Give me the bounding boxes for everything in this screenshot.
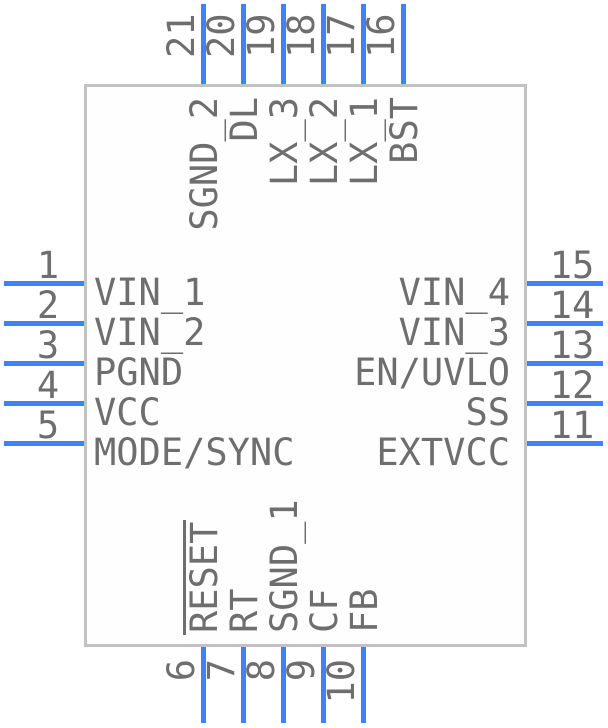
pin-4-number: 4 xyxy=(36,364,60,407)
pin-7-name: RT xyxy=(223,588,266,633)
pin-17-line xyxy=(361,4,366,84)
pin-3-number: 3 xyxy=(36,324,60,367)
pin-8-name: SGND_1 xyxy=(263,499,306,633)
pin-5-line xyxy=(4,441,84,446)
pin-5-name: MODE/SYNC xyxy=(94,431,295,474)
pin-14-line xyxy=(527,321,603,326)
pin-16-number: 16 xyxy=(360,13,403,58)
pin-2-name: VIN_2 xyxy=(94,311,206,354)
pin-10-line xyxy=(361,647,366,723)
pin-6-number: 6 xyxy=(160,659,203,682)
pin-18-number: 18 xyxy=(280,13,323,58)
pin-21-name: SGND_2 xyxy=(183,97,226,231)
pin-20-number: 20 xyxy=(200,13,243,58)
pin-2-number: 2 xyxy=(36,284,60,327)
pin-17-name: LX_1 xyxy=(343,97,386,187)
pin-13-line xyxy=(527,361,603,366)
pin-19-line xyxy=(281,4,286,84)
pin-11-number: 11 xyxy=(549,404,595,447)
pin-18-line xyxy=(321,4,326,84)
pin-19-name: LX_3 xyxy=(263,97,306,187)
pin-8-line xyxy=(281,647,286,723)
pin-1-number: 1 xyxy=(36,244,60,287)
pin-7-number: 7 xyxy=(200,659,243,682)
ic-body xyxy=(84,84,527,647)
pin-5-number: 5 xyxy=(36,404,60,447)
pin-3-name: PGND xyxy=(94,351,184,394)
pin-8-number: 8 xyxy=(240,659,283,682)
pin-11-name: EXTVCC xyxy=(376,431,510,474)
pin-16-name: BST xyxy=(383,97,426,164)
pin-6-name: RESET xyxy=(183,521,226,633)
pin-16-line xyxy=(401,4,406,84)
pin-1-name: VIN_1 xyxy=(94,271,206,314)
pin-10-number: 10 xyxy=(320,659,363,704)
pin-14-name: VIN_3 xyxy=(398,311,510,354)
pin-10-name: FB xyxy=(343,588,386,633)
pin-15-name: VIN_4 xyxy=(398,271,510,314)
pin-4-line xyxy=(4,401,84,406)
pin-18-name: LX_2 xyxy=(303,97,346,187)
pin-15-number: 15 xyxy=(549,244,595,287)
pin-3-line xyxy=(4,361,84,366)
pin-9-name: CF xyxy=(303,588,346,633)
pin-12-number: 12 xyxy=(549,364,595,407)
pin-12-name: SS xyxy=(465,391,510,434)
pin-14-number: 14 xyxy=(549,284,595,327)
pin-20-line xyxy=(241,4,246,84)
pin-7-line xyxy=(241,647,246,723)
pin-20-name: DL xyxy=(223,97,266,142)
pin-15-line xyxy=(527,281,603,286)
pin-21-line xyxy=(201,4,206,84)
pin-12-line xyxy=(527,401,603,406)
pin-1-line xyxy=(4,281,84,286)
pin-13-number: 13 xyxy=(549,324,595,367)
pin-6-line xyxy=(201,647,206,723)
pin-9-number: 9 xyxy=(280,659,323,682)
pin-21-number: 21 xyxy=(160,13,203,58)
pin-2-line xyxy=(4,321,84,326)
pin-4-name: VCC xyxy=(94,391,161,434)
pin-13-name: EN/UVLO xyxy=(354,351,510,394)
pin-9-line xyxy=(321,647,326,723)
pin-11-line xyxy=(527,441,603,446)
pin-19-number: 19 xyxy=(240,13,283,58)
pin-17-number: 17 xyxy=(320,13,363,58)
